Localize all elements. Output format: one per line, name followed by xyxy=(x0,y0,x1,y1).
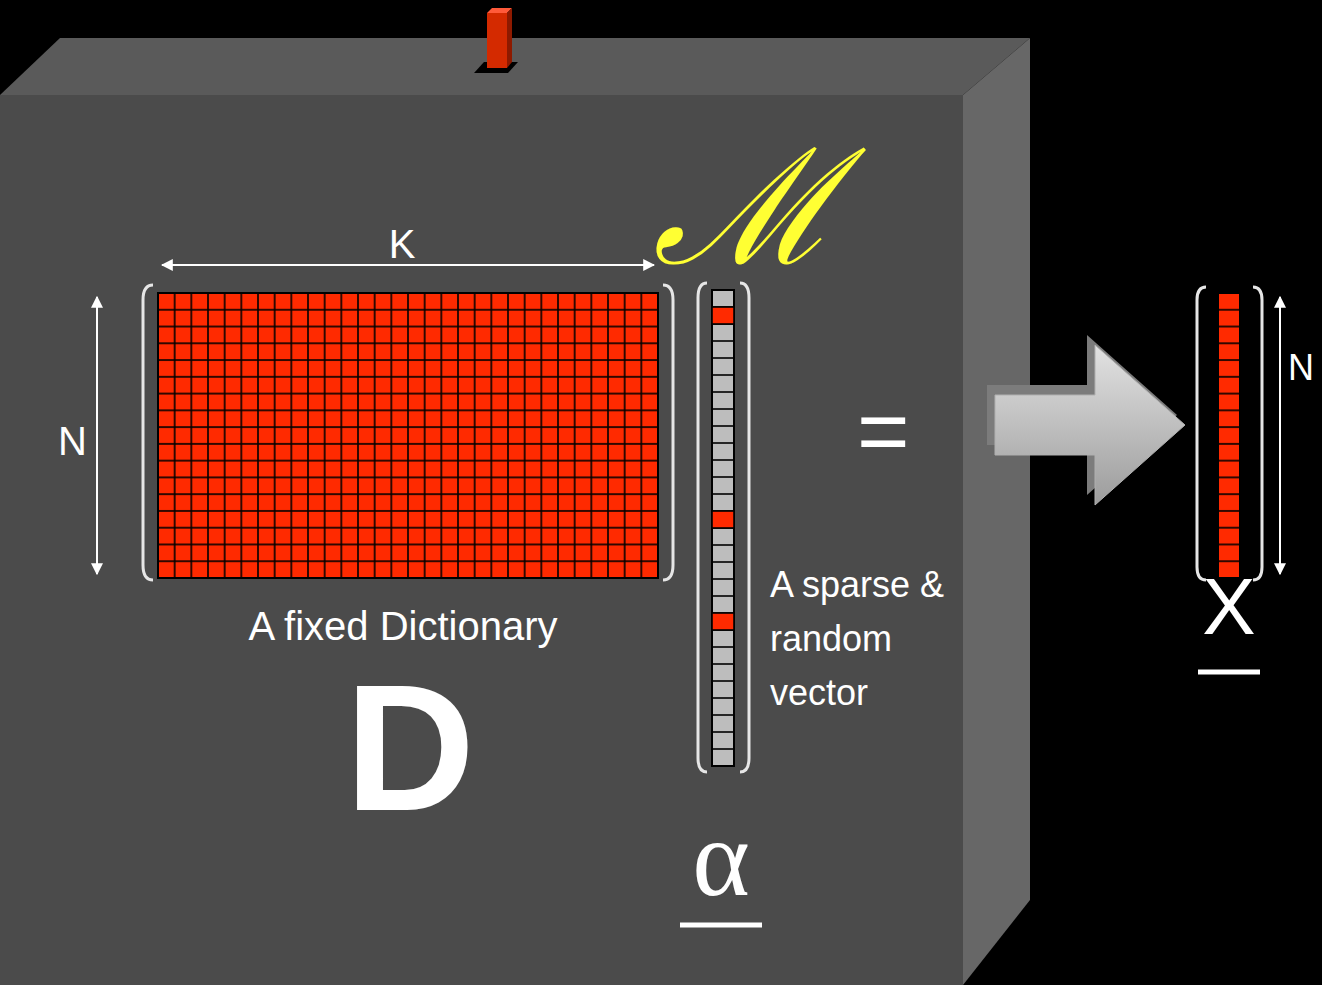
bracket xyxy=(663,285,673,580)
box-front-face xyxy=(0,95,963,985)
dimension-label: K xyxy=(389,224,416,264)
bracket xyxy=(698,283,707,772)
dimension-label: N xyxy=(1288,350,1314,386)
dimension-arrow xyxy=(162,264,654,266)
dimension-label: N xyxy=(58,421,87,461)
vector-block: A sparse & random vectorα xyxy=(695,280,995,940)
bracket xyxy=(740,283,749,772)
vector-underline xyxy=(1198,670,1260,675)
model-symbol: ℳ xyxy=(653,128,838,288)
signal-block: NX xyxy=(1190,285,1318,685)
bracket xyxy=(1253,287,1262,580)
dimension-arrow xyxy=(96,297,98,574)
equals-sign: = xyxy=(857,386,910,476)
button-side xyxy=(507,8,512,68)
model-box: K N A fixed DictionaryD A sparse & random v… xyxy=(0,95,995,985)
button-front xyxy=(487,13,507,68)
box-top-face xyxy=(0,38,1030,95)
dictionary-matrix xyxy=(158,293,658,578)
bracket xyxy=(143,285,153,580)
dictionary-block: K N A fixed DictionaryD xyxy=(50,215,690,838)
dimension-arrow xyxy=(1279,297,1281,574)
nonzero-cell xyxy=(712,307,734,324)
box-right-face xyxy=(963,38,1030,985)
vector-caption: A sparse & random vector xyxy=(770,558,990,720)
flow-arrow xyxy=(987,335,1185,505)
sparse-vector xyxy=(712,290,734,766)
output-vector xyxy=(1218,293,1240,578)
dictionary-caption: A fixed Dictionary xyxy=(248,606,557,646)
vector-underline xyxy=(680,923,762,928)
bracket xyxy=(1197,287,1206,580)
vector-name: α xyxy=(692,803,750,913)
arrow-body xyxy=(995,345,1185,505)
matrix-name: D xyxy=(345,658,475,838)
nonzero-cell xyxy=(712,613,734,630)
nonzero-cell xyxy=(712,511,734,528)
signal-name: X xyxy=(1202,567,1255,647)
